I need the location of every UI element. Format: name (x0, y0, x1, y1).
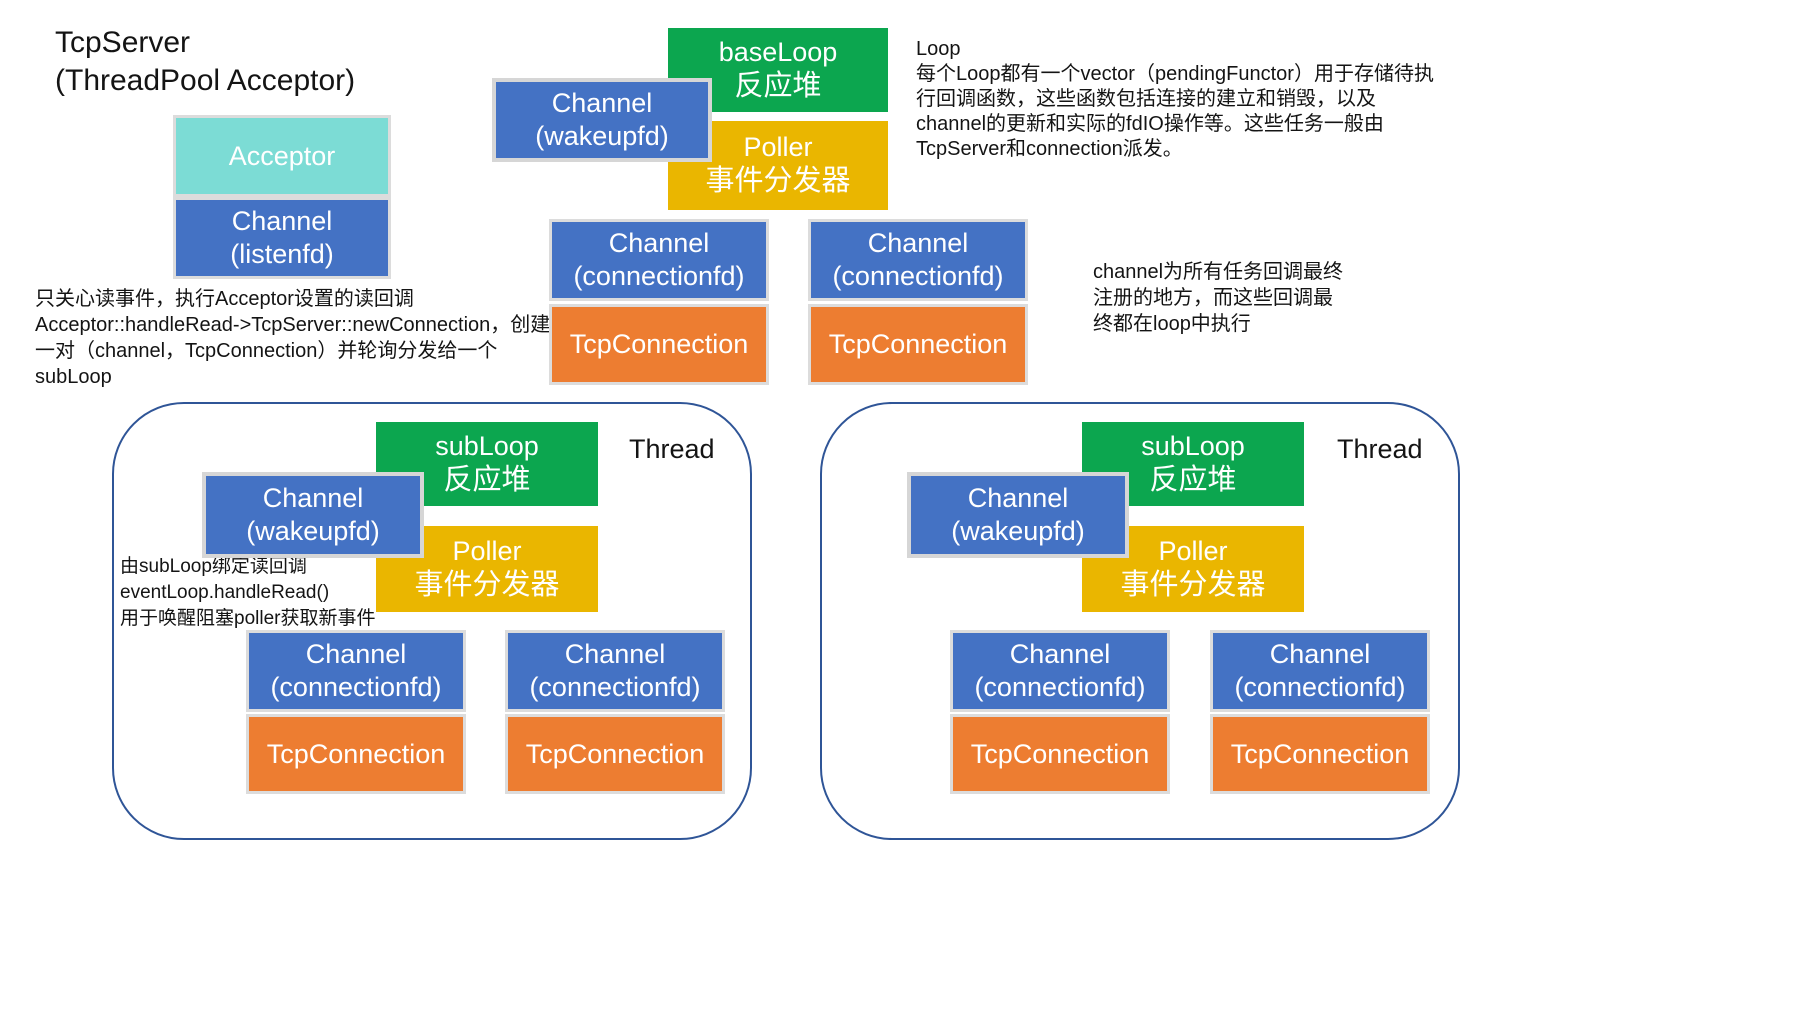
connectionfd-channel-box: Channel (connectionfd) (950, 630, 1170, 712)
wakeupfd-channel-box: Channel (wakeupfd) (907, 472, 1129, 558)
acceptor-note-line3: 一对（channel，TcpConnection）并轮询分发给一个 (35, 340, 498, 362)
connectionfd-channel-box: Channel (connectionfd) (549, 219, 769, 301)
tcpconnection-label: TcpConnection (828, 329, 1008, 360)
poller-cn-label: 事件分发器 (705, 165, 851, 198)
poller-cn-label: 事件分发器 (1120, 568, 1266, 601)
channel-label: Channel (564, 639, 666, 670)
channel-fd-label: (wakeupfd) (535, 121, 669, 151)
subloop-label: subLoop (1141, 430, 1245, 461)
subloop-note-line2: eventLoop.handleRead() (120, 582, 330, 603)
connectionfd-channel-box: Channel (connectionfd) (246, 630, 466, 712)
subloop-box: subLoop 反应堆 (1082, 422, 1304, 506)
acceptor-note: 只关心读事件，执行Acceptor设置的读回调 Acceptor::handle… (35, 286, 550, 390)
channel-note-line1: channel为所有任务回调最终 (1093, 261, 1344, 283)
channel-fd-label: (connectionfd) (1234, 672, 1406, 702)
acceptor-note-line1: 只关心读事件，执行Acceptor设置的读回调 (35, 288, 414, 310)
channel-label: Channel (1009, 639, 1111, 670)
tcpconnection-box: TcpConnection (808, 304, 1028, 385)
tcpconnection-label: TcpConnection (970, 738, 1150, 769)
channel-fd-label: (wakeupfd) (951, 516, 1085, 546)
channel-fd-label: (connectionfd) (270, 672, 442, 702)
thread-container: Thread subLoop 反应堆 Poller 事件分发器 Channel … (112, 402, 752, 840)
channel-fd-label: (connectionfd) (529, 672, 701, 702)
poller-label: Poller (452, 535, 522, 566)
subloop-note-line1: 由subLoop绑定读回调 (120, 556, 307, 577)
channel-note-line3: 终都在loop中执行 (1093, 313, 1251, 335)
channel-label: Channel (551, 88, 653, 119)
page-title-line2: (ThreadPool Acceptor) (55, 64, 356, 97)
thread-label: Thread (629, 434, 715, 464)
loop-note-title: Loop (916, 38, 961, 60)
page-title-line1: TcpServer (55, 26, 191, 59)
thread-container: Thread subLoop 反应堆 Poller 事件分发器 Channel … (820, 402, 1460, 840)
baseloop-label: baseLoop (718, 36, 838, 67)
loop-note: Loop 每个Loop都有一个vector（pendingFunctor）用于存… (916, 37, 1434, 162)
channel-note: channel为所有任务回调最终 注册的地方，而这些回调最 终都在loop中执行 (1093, 259, 1343, 337)
channel-fd-label: (wakeupfd) (246, 516, 380, 546)
baseloop-cn-label: 反应堆 (734, 69, 822, 102)
tcpconnection-label: TcpConnection (1230, 738, 1410, 769)
subloop-note-line3: 用于唤醒阻塞poller获取新事件 (120, 608, 376, 629)
channel-label: Channel (231, 206, 333, 237)
listenfd-channel-box: Channel (listenfd) (173, 197, 391, 279)
tcpconnection-box: TcpConnection (950, 714, 1170, 794)
tcpconnection-box: TcpConnection (505, 714, 725, 794)
subloop-cn-label: 反应堆 (443, 463, 531, 496)
tcpconnection-label: TcpConnection (266, 738, 446, 769)
loop-note-line2: 行回调函数，这些函数包括连接的建立和销毁，以及 (916, 88, 1376, 110)
channel-note-line2: 注册的地方，而这些回调最 (1093, 287, 1333, 309)
channel-fd-label: (connectionfd) (573, 261, 745, 291)
channel-fd-label: (connectionfd) (832, 261, 1004, 291)
channel-label: Channel (867, 228, 969, 259)
poller-label: Poller (743, 132, 813, 163)
channel-fd-label: (connectionfd) (974, 672, 1146, 702)
connectionfd-channel-box: Channel (connectionfd) (808, 219, 1028, 301)
subloop-note: 由subLoop绑定读回调 eventLoop.handleRead() 用于唤… (120, 554, 375, 632)
tcpconnection-label: TcpConnection (569, 329, 749, 360)
channel-label: Channel (608, 228, 710, 259)
tcpconnection-box: TcpConnection (549, 304, 769, 385)
subloop-cn-label: 反应堆 (1149, 463, 1237, 496)
tcpconnection-box: TcpConnection (246, 714, 466, 794)
acceptor-note-line4: subLoop (35, 366, 112, 388)
acceptor-label: Acceptor (228, 140, 336, 171)
connectionfd-channel-box: Channel (connectionfd) (1210, 630, 1430, 712)
acceptor-box: Acceptor (173, 115, 391, 197)
baseloop-poller-box: Poller 事件分发器 (668, 121, 888, 210)
tcpconnection-box: TcpConnection (1210, 714, 1430, 794)
acceptor-note-line2: Acceptor::handleRead->TcpServer::newConn… (35, 314, 551, 336)
channel-label: Channel (1269, 639, 1371, 670)
baseloop-wakeupfd-channel-box: Channel (wakeupfd) (492, 78, 712, 162)
channel-label: Channel (967, 483, 1069, 514)
poller-cn-label: 事件分发器 (414, 568, 560, 601)
channel-label: Channel (262, 483, 364, 514)
wakeupfd-channel-box: Channel (wakeupfd) (202, 472, 424, 558)
loop-note-line4: TcpServer和connection派发。 (916, 138, 1183, 160)
page-title: TcpServer (ThreadPool Acceptor) (55, 24, 355, 100)
subloop-label: subLoop (435, 430, 539, 461)
loop-note-line3: channel的更新和实际的fdIO操作等。这些任务一般由 (916, 113, 1384, 135)
loop-note-line1: 每个Loop都有一个vector（pendingFunctor）用于存储待执 (916, 63, 1434, 85)
channel-label: Channel (305, 639, 407, 670)
connectionfd-channel-box: Channel (connectionfd) (505, 630, 725, 712)
tcpconnection-label: TcpConnection (525, 738, 705, 769)
poller-label: Poller (1158, 535, 1228, 566)
thread-label: Thread (1337, 434, 1423, 464)
channel-fd-label: (listenfd) (230, 239, 334, 269)
